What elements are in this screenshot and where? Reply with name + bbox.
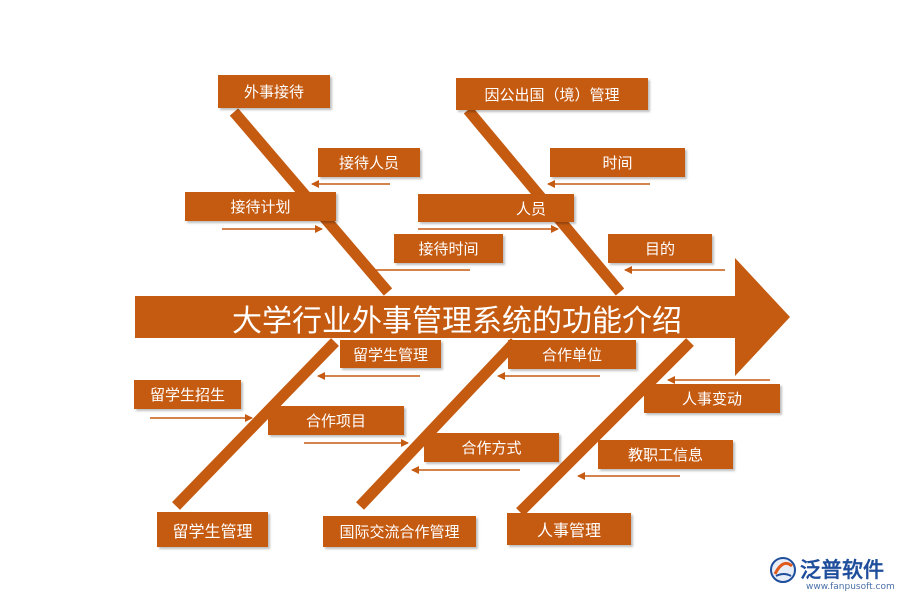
category-outbound: 因公出国（境）管理 [456,78,648,110]
diagram-title: 大学行业外事管理系统的功能介绍 [232,304,682,339]
cause-exchange-unit: 合作单位 [508,340,636,369]
logo-name: 泛普软件 [800,558,884,582]
cause-reception-staff: 接待人员 [318,148,420,177]
cause-reception-time: 接待时间 [394,234,503,263]
cause-outbound-purpose: 目的 [608,234,712,263]
bone-personnel [516,338,694,516]
logo-url: www.fanpusoft.com [806,582,895,592]
cause-students-project: 合作项目 [268,406,404,435]
cause-exchange-mode: 合作方式 [424,433,559,462]
fanpu-logo-icon [770,557,796,583]
main-spine-arrow [135,258,790,376]
category-personnel: 人事管理 [507,513,631,545]
category-reception: 外事接待 [218,75,330,108]
cause-personnel-change: 人事变动 [644,384,780,413]
cause-students-mgmt: 留学生管理 [340,340,441,368]
cause-students-recruit: 留学生招生 [134,380,241,409]
cause-outbound-people: 人员 [418,194,574,222]
bone-students [172,338,339,510]
cause-reception-plan: 接待计划 [185,192,336,221]
bone-exchange [356,338,519,510]
cause-personnel-info: 教职工信息 [598,440,733,469]
category-exchange: 国际交流合作管理 [323,516,476,547]
category-students: 留学生管理 [157,512,268,547]
cause-outbound-time: 时间 [550,148,685,177]
